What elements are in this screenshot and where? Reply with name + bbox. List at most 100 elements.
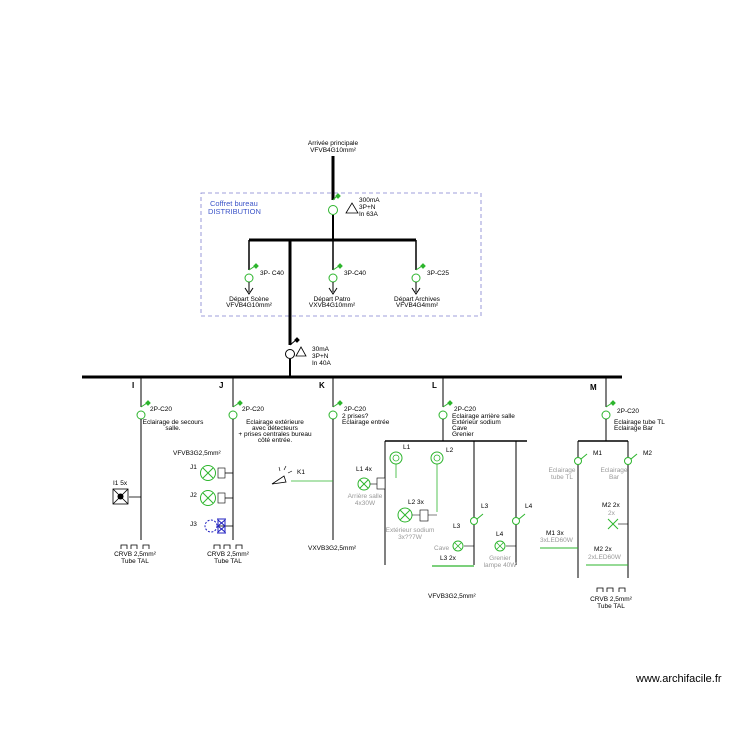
circuit-L-l1-count: L1 4x xyxy=(356,466,372,473)
circuit-J-j2: J2 xyxy=(190,492,197,499)
circuit-L-l3-b: L3 xyxy=(453,523,461,530)
circuit-L-l4-b: L4 xyxy=(496,531,504,538)
l4-lamp-symbol xyxy=(494,540,506,552)
main-supply-cable: VFVB4G10mm² xyxy=(310,147,356,154)
circuit-L-l1: L1 xyxy=(403,444,411,451)
l3-lamp-symbol xyxy=(452,540,464,552)
circuit-M-m2-count-b: M2 2x xyxy=(594,546,612,553)
circuit-L-desc1: Eclairage arrière salle xyxy=(452,413,515,420)
differential-triangle-2 xyxy=(295,346,307,357)
circuit-M-m1-count: M1 3x xyxy=(546,530,564,537)
l1-light-symbol xyxy=(357,477,386,491)
circuit-J xyxy=(200,377,243,540)
cabinet-subtitle: DISTRIBUTION xyxy=(208,207,261,216)
circuit-L-desc3: Cave xyxy=(452,425,468,432)
circuit-L-l4: L4 xyxy=(525,503,533,510)
circuit-L-l1-power: 4x30W xyxy=(354,500,376,507)
differential-triangle xyxy=(345,202,359,214)
l1-switch-symbol xyxy=(389,451,403,465)
circuit-L-letter: L xyxy=(432,381,437,390)
circuit-K-cable: VXVB3G2,5mm² xyxy=(308,545,357,552)
circuit-M-m2-qty: 2x xyxy=(608,510,615,517)
circuit-J-letter: J xyxy=(219,381,224,390)
departure-3-rating: 3P-C25 xyxy=(427,270,450,277)
departure-1-rating: 3P- C40 xyxy=(260,270,284,277)
departure-3-cable: VFVB4G4mm² xyxy=(395,302,439,309)
circuit-I-desc2: salle. xyxy=(165,425,181,432)
circuit-M-cable: CRVB 2,5mm² xyxy=(590,596,632,603)
main-breaker-symbol xyxy=(328,193,341,215)
m2-light-symbol xyxy=(607,518,628,530)
tube-symbol-I xyxy=(120,544,150,549)
main-breaker-current: In 63A xyxy=(359,211,378,218)
departure-1-label: Départ Scène xyxy=(229,296,269,303)
circuit-L-l3-room: Cave xyxy=(434,545,450,552)
circuit-L-l2-count: L2 3x xyxy=(408,499,424,506)
circuit-L-desc2: Extérieur sodium xyxy=(452,419,501,426)
circuit-M-m1-line2: tube TL xyxy=(551,474,573,481)
circuit-M-m2-power: 2xLED60W xyxy=(588,554,621,561)
circuit-K xyxy=(271,377,343,540)
circuit-M-m2-count: M2 2x xyxy=(602,502,620,509)
m2-switch-symbol xyxy=(624,453,638,465)
circuit-K-desc1: 2 prises? xyxy=(342,413,369,420)
circuit-I-load: I1 5x xyxy=(113,480,128,487)
l4-switch-symbol xyxy=(512,513,526,525)
circuit-M-m1-power: 3xLED60W xyxy=(540,537,573,544)
watermark: www.archifacile.fr xyxy=(636,673,722,685)
circuit-L xyxy=(357,377,527,567)
circuit-M-m2-line2: Bar xyxy=(608,474,620,481)
circuit-J-desc1: Eclairage extérieure xyxy=(246,419,304,426)
circuit-I xyxy=(112,377,151,540)
circuit-M-m1: M1 xyxy=(593,450,603,457)
circuit-I-cable: CRVB 2,5mm² xyxy=(114,551,156,558)
departure-breaker-2 xyxy=(328,263,343,295)
circuit-L-l3-count: L3 2x xyxy=(440,555,456,562)
circuit-M-m1-line1: Eclairage xyxy=(548,467,576,474)
circuit-M-m2-line1: Eclairage xyxy=(600,467,628,474)
circuit-J-tube: Tube TAL xyxy=(214,558,242,565)
circuit-J-rating: 2P-C20 xyxy=(242,406,265,413)
circuit-I-rating: 2P-C20 xyxy=(150,406,173,413)
main-supply-title: Arrivée principale xyxy=(307,140,359,147)
circuit-I-letter: I xyxy=(132,381,135,390)
circuit-L-l2: L2 xyxy=(446,447,454,454)
m1-switch-symbol xyxy=(574,453,588,465)
circuit-M-m2: M2 xyxy=(643,450,653,457)
circuit-J-desc3: + prises centrales bureau xyxy=(238,431,312,438)
circuit-J-desc2: avec détecteurs xyxy=(252,425,298,432)
secondary-breaker-symbol xyxy=(285,337,300,359)
k1-spotlight-symbol xyxy=(271,465,293,485)
circuit-L-rating: 2P-C20 xyxy=(454,406,477,413)
j2-light-symbol xyxy=(200,490,226,506)
tube-symbol-J xyxy=(213,544,243,549)
l2-light-symbol xyxy=(397,507,437,523)
departure-2-cable: VXVB4G10mm² xyxy=(308,302,356,309)
circuit-L-cable: VFVB3G2,5mm² xyxy=(428,593,476,600)
departure-2-rating: 3P-C40 xyxy=(344,270,367,277)
circuit-M-desc1: Eclairage tube TL xyxy=(614,419,665,426)
circuit-L-l4-room: Grenier xyxy=(489,555,511,562)
secondary-breaker-current: In 40A xyxy=(312,360,331,367)
departure-breaker-1 xyxy=(244,263,259,295)
circuit-K-desc2: Eclairage entrée xyxy=(342,419,390,426)
circuit-J-cable-top: VFVB3G2,5mm² xyxy=(173,450,221,457)
circuit-L-desc4: Grenier xyxy=(452,431,474,438)
circuit-L-l3: L3 xyxy=(481,503,489,510)
departure-2-label: Départ Patro xyxy=(313,296,351,303)
l2-switch-symbol xyxy=(430,451,444,465)
cabinet-title: Coffret bureau xyxy=(210,199,258,208)
main-breaker-poles: 3P+N xyxy=(359,204,376,211)
circuit-M-letter: M xyxy=(590,383,597,392)
circuit-J-desc4: côté entrée. xyxy=(257,437,293,444)
departure-1-cable: VFVB4G10mm² xyxy=(226,302,272,309)
circuit-M-tube: Tube TAL xyxy=(597,603,625,610)
circuit-M-rating: 2P-C20 xyxy=(617,408,640,415)
circuit-J-j3: J3 xyxy=(190,521,197,528)
circuit-J-cable: CRVB 2,5mm² xyxy=(207,551,249,558)
circuit-K-letter: K xyxy=(319,381,325,390)
l3-switch-symbol xyxy=(470,513,484,525)
tube-symbol-M xyxy=(596,587,626,592)
